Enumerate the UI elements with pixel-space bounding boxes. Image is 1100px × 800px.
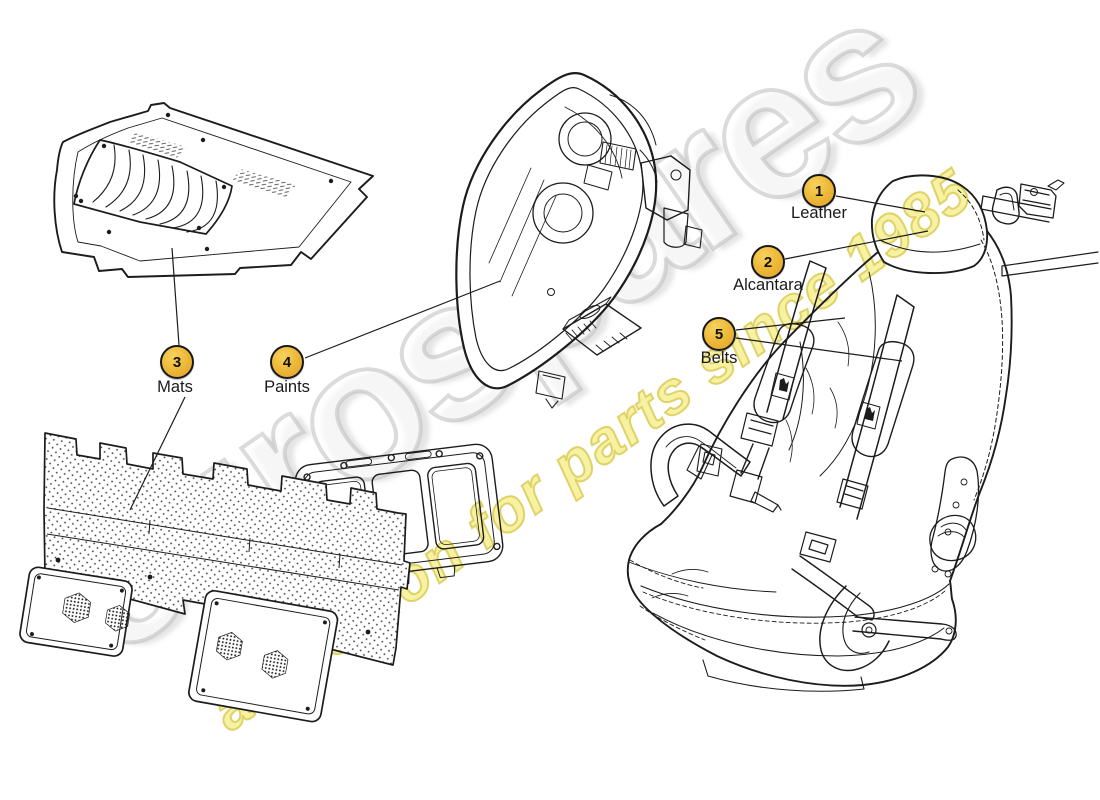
leader-alcantara (784, 230, 929, 260)
callout-2-label: Alcantara (733, 276, 803, 294)
leader-lines (129, 195, 929, 511)
callout-5[interactable]: 5 (702, 317, 736, 351)
heel-plate-left (19, 566, 133, 657)
callout-1[interactable]: 1 (802, 174, 836, 208)
leader-mats-up (171, 247, 180, 346)
leader-mats-down (129, 396, 186, 511)
callout-4[interactable]: 4 (270, 345, 304, 379)
floor-mat (53, 102, 374, 278)
callout-3-label: Mats (157, 378, 193, 396)
callout-3[interactable]: 3 (160, 345, 194, 379)
heel-plate-right (188, 589, 339, 723)
leader-belts-b (735, 337, 903, 362)
racing-seat (626, 174, 1099, 692)
leader-paints (304, 280, 501, 359)
leader-leather (835, 195, 926, 213)
seat-backrest-insert (788, 271, 876, 477)
callout-5-label: Belts (700, 349, 738, 367)
seat-headrest (870, 174, 989, 274)
callout-2[interactable]: 2 (751, 245, 785, 279)
callout-4-label: Paints (264, 378, 310, 396)
top-belt-anchor (980, 179, 1099, 277)
rear-belt-anchor-bar (819, 585, 957, 672)
lap-belt-hook (650, 423, 782, 513)
right-shoulder-belt (791, 294, 915, 621)
headlight (455, 72, 703, 409)
leader-belts-a (735, 317, 846, 331)
sound-insulation-panel (43, 432, 411, 666)
callout-1-label: Leather (791, 204, 847, 222)
left-shoulder-belt (740, 260, 827, 480)
